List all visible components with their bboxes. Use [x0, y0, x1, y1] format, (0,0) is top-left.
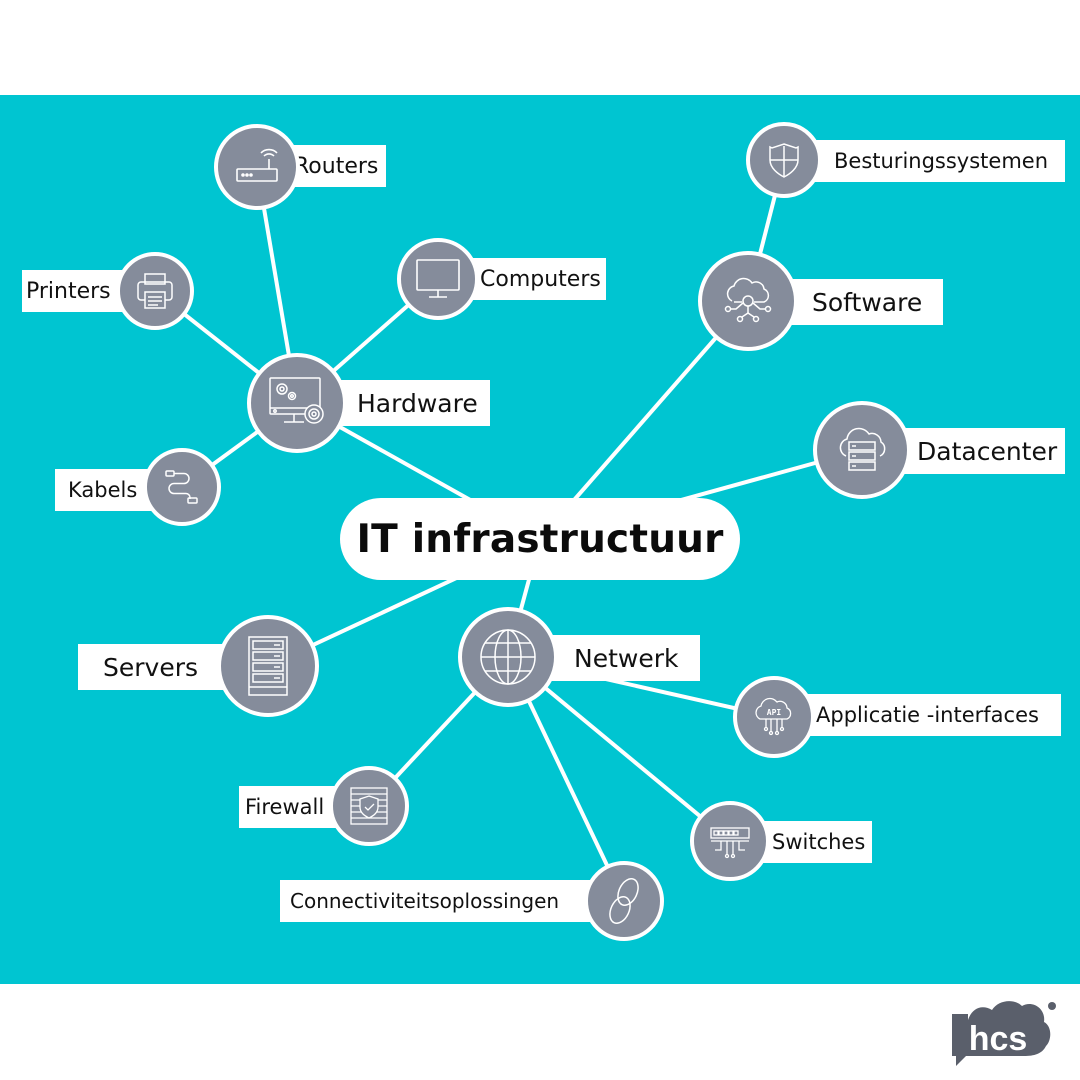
- node-netwerk: [458, 607, 558, 707]
- hardware-text: Hardware: [357, 388, 478, 418]
- kabels-text: Kabels: [68, 478, 138, 502]
- node-hardware: [247, 353, 347, 453]
- node-besturingssystemen: [746, 122, 822, 198]
- label-computers: Computers: [468, 258, 606, 300]
- printers-text: Printers: [26, 278, 111, 304]
- switch-icon: [710, 827, 750, 859]
- connectiviteit-text: Connectiviteitsoplossingen: [290, 889, 560, 913]
- label-applicatie: Applicatie -interfaces: [800, 694, 1061, 736]
- hcs-cloud-logo-icon: hcs: [952, 1001, 1056, 1066]
- netwerk-text: Netwerk: [574, 643, 679, 673]
- servers-text: Servers: [103, 652, 199, 682]
- label-software: Software: [790, 279, 943, 325]
- software-text: Software: [812, 287, 923, 317]
- router-icon: [236, 148, 278, 182]
- node-applicatie: API: [733, 676, 815, 758]
- datacenter-text: Datacenter: [917, 436, 1058, 466]
- label-servers: Servers: [78, 644, 238, 690]
- label-kabels: Kabels: [55, 469, 155, 511]
- cable-icon: [165, 470, 198, 504]
- firewall-icon: [350, 787, 388, 825]
- link-icon: [609, 878, 639, 924]
- node-servers: [217, 615, 319, 717]
- printer-icon: [137, 273, 173, 309]
- node-routers: [214, 124, 300, 210]
- switches-text: Switches: [772, 830, 866, 854]
- label-netwerk: Netwerk: [540, 635, 700, 681]
- label-switches: Switches: [760, 821, 872, 863]
- label-connectiviteit: Connectiviteitsoplossingen: [280, 880, 610, 922]
- logo-text: hcs: [969, 1020, 1028, 1058]
- firewall-text: Firewall: [245, 795, 325, 819]
- node-software: [698, 251, 798, 351]
- besturingssystemen-text: Besturingssystemen: [834, 149, 1049, 173]
- globe-icon: [480, 629, 536, 685]
- shield-icon: [769, 143, 799, 178]
- routers-text: Routers: [294, 153, 379, 179]
- computer-gears-icon: [269, 377, 324, 424]
- svg-text:API: API: [767, 708, 782, 717]
- node-switches: [690, 801, 770, 881]
- node-kabels: [143, 448, 221, 526]
- node-connectiviteit: [584, 861, 664, 941]
- label-datacenter: Datacenter: [895, 428, 1065, 474]
- cloud-network-icon: [724, 277, 772, 323]
- central-title: IT infrastructuur: [356, 516, 724, 562]
- applicatie-text: Applicatie -interfaces: [816, 703, 1039, 727]
- cloud-server-icon: [839, 427, 886, 471]
- label-printers: Printers: [22, 270, 132, 312]
- node-printers: [116, 252, 194, 330]
- server-rack-icon: [248, 636, 288, 696]
- computers-text: Computers: [480, 266, 601, 292]
- label-hardware: Hardware: [330, 380, 490, 426]
- node-datacenter: [813, 401, 911, 499]
- api-cloud-icon: API: [755, 697, 792, 736]
- monitor-icon: [416, 259, 460, 298]
- label-besturingssystemen: Besturingssystemen: [810, 140, 1065, 182]
- hcs-logo: hcs: [948, 996, 1060, 1070]
- central-topic: IT infrastructuur: [340, 498, 740, 580]
- node-computers: [397, 238, 479, 320]
- node-firewall: [329, 766, 409, 846]
